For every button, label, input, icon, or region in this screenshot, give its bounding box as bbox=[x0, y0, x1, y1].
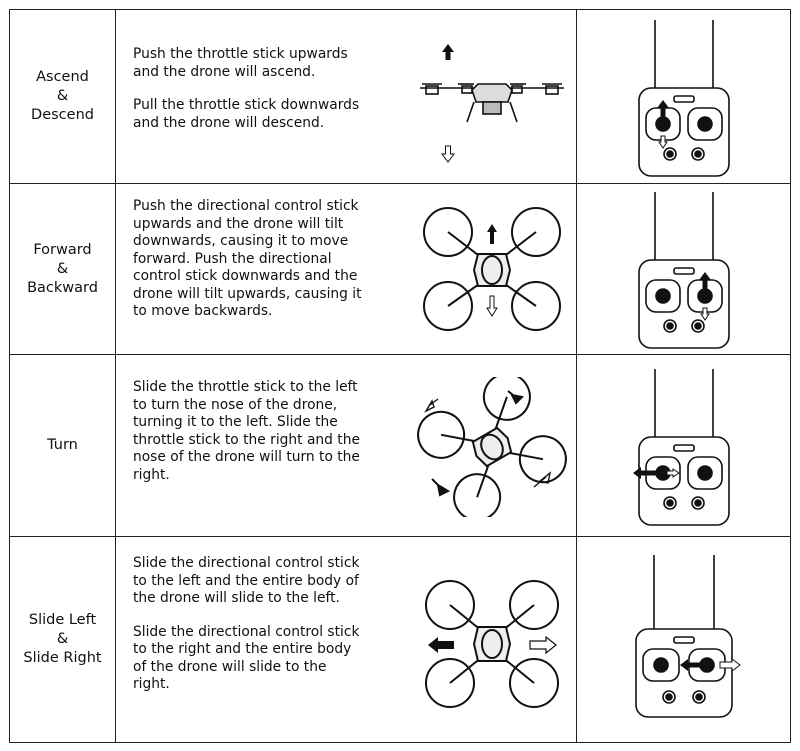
drone-top-view-icon bbox=[412, 202, 572, 337]
action-label: Ascend & Descend bbox=[10, 10, 116, 183]
drone-top-view-icon bbox=[412, 575, 572, 715]
description-text: Slide the directional control stick to t… bbox=[133, 555, 405, 710]
description-cell: Push the throttle stick upwards and the … bbox=[116, 10, 577, 183]
drone-top-view-icon bbox=[412, 377, 572, 517]
table-row-turn: Turn Slide the throttle stick to the lef… bbox=[10, 355, 790, 537]
remote-controller-icon bbox=[629, 188, 739, 352]
table-row-slide-left-right: Slide Left & Slide Right Slide the direc… bbox=[10, 537, 790, 742]
controller-cell bbox=[577, 10, 790, 183]
description-cell: Push the directional control stick upwar… bbox=[116, 184, 577, 354]
description-paragraph: Slide the directional control stick to t… bbox=[133, 555, 360, 606]
description-text: Push the throttle stick upwards and the … bbox=[133, 46, 405, 148]
flight-controls-table: Ascend & Descend Push the throttle stick… bbox=[9, 9, 791, 743]
drone-side-view-icon bbox=[412, 40, 572, 165]
description-paragraph: Slide the directional control stick to t… bbox=[133, 623, 360, 693]
description-cell: Slide the throttle stick to the left to … bbox=[116, 355, 577, 536]
table-row-ascend-descend: Ascend & Descend Push the throttle stick… bbox=[10, 10, 790, 184]
remote-controller-icon bbox=[629, 16, 739, 180]
remote-controller-icon bbox=[629, 365, 739, 529]
controller-cell bbox=[577, 184, 790, 354]
action-label: Turn bbox=[10, 355, 116, 536]
description-text: Push the directional control stick upwar… bbox=[133, 198, 405, 337]
remote-controller-icon bbox=[624, 551, 744, 721]
description-paragraph: Slide the throttle stick to the left to … bbox=[133, 379, 360, 483]
description-paragraph: Push the throttle stick upwards and the … bbox=[133, 46, 348, 80]
description-text: Slide the throttle stick to the left to … bbox=[133, 379, 405, 500]
description-paragraph: Push the directional control stick upwar… bbox=[133, 198, 362, 319]
controller-cell bbox=[577, 537, 790, 742]
action-label: Forward & Backward bbox=[10, 184, 116, 354]
action-label: Slide Left & Slide Right bbox=[10, 537, 116, 742]
description-cell: Slide the directional control stick to t… bbox=[116, 537, 577, 742]
description-paragraph: Pull the throttle stick downwards and th… bbox=[133, 97, 360, 131]
table-row-forward-backward: Forward & Backward Push the directional … bbox=[10, 184, 790, 355]
controller-cell bbox=[577, 355, 790, 536]
